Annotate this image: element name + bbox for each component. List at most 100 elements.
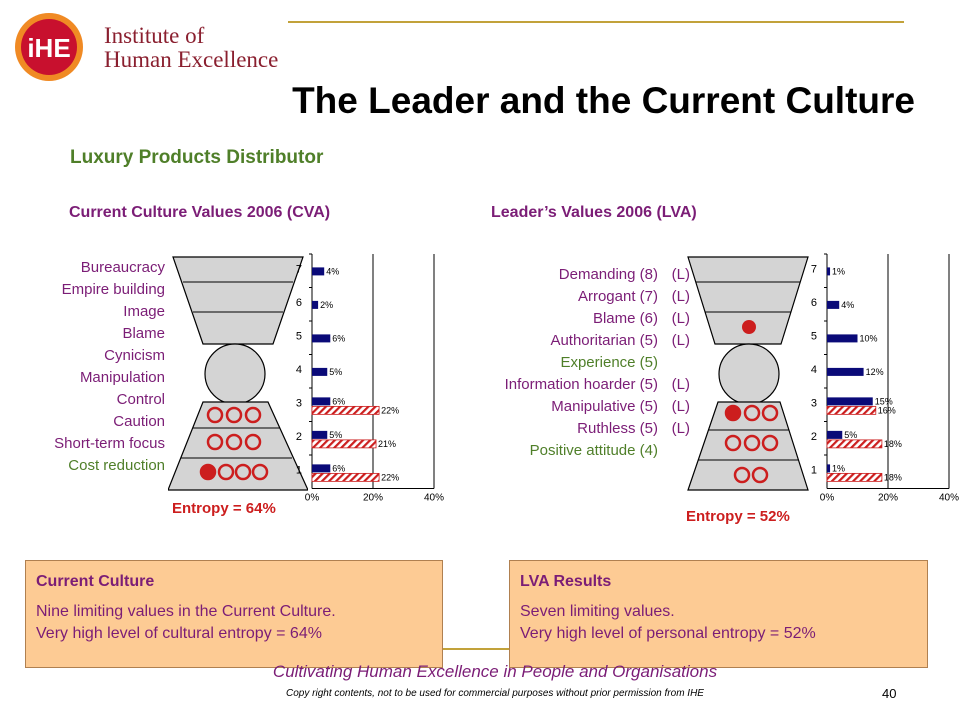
- bar-current: [827, 267, 831, 276]
- lva-value-item: Information hoarder (5)(L): [400, 374, 690, 396]
- limiting-value-marker: [761, 404, 779, 422]
- limiting-value-marker: [743, 434, 761, 452]
- bar-value-label: 16%: [878, 405, 896, 415]
- cva-value-item: Caution: [113, 413, 165, 430]
- level-label: 5: [811, 330, 817, 342]
- bar-value-label: 22%: [381, 405, 399, 415]
- lva-value-tag: (L): [671, 266, 690, 283]
- level-label: 1: [296, 464, 302, 476]
- lva-value-item: Positive attitude (4): [400, 440, 690, 462]
- bar-value-label: 4%: [326, 266, 339, 276]
- cva-value-item: Image: [123, 303, 165, 320]
- level-label: 6: [811, 297, 817, 309]
- level-label: 3: [811, 397, 817, 409]
- lva-value-label: Positive attitude (4): [529, 442, 658, 459]
- bar-value-label: 5%: [329, 367, 342, 377]
- page-number: 40: [882, 686, 897, 701]
- bar-value-label: 4%: [841, 300, 854, 310]
- bar-current: [827, 397, 873, 406]
- lva-value-item: Authoritarian (5) (L): [400, 330, 690, 352]
- bar-value-label: 15%: [875, 396, 893, 406]
- bar-current: [312, 464, 331, 473]
- lva-top-funnel: [687, 256, 809, 345]
- cva-center-circle: [204, 343, 266, 405]
- limiting-value-marker: [206, 433, 224, 451]
- limiting-value-marker: [733, 466, 751, 484]
- bar-value-label: 1%: [832, 266, 845, 276]
- summary-line: Very high level of personal entropy = 52…: [520, 625, 816, 642]
- bar-value-label: 6%: [332, 463, 345, 473]
- bar-current: [312, 300, 319, 309]
- bar-limiting: [311, 405, 380, 415]
- lva-value-tag: (L): [671, 420, 690, 437]
- x-tick-label: 40%: [424, 493, 444, 504]
- footer-rule: [443, 648, 509, 650]
- limiting-value-marker: [206, 406, 224, 424]
- bar-value-label: 6%: [332, 333, 345, 343]
- limiting-value-marker: [244, 433, 262, 451]
- limiting-value-marker: [217, 463, 235, 481]
- cva-value-item: Cynicism: [104, 347, 165, 364]
- limiting-value-marker: [751, 466, 769, 484]
- cva-value-item: Manipulation: [79, 369, 165, 386]
- level-label: 2: [811, 431, 817, 443]
- lva-value-item: Arrogant (7)(L): [400, 286, 690, 308]
- cva-value-item: Empire building: [61, 281, 165, 298]
- bar-current: [827, 334, 858, 343]
- lva-value-tag: (L): [671, 376, 690, 393]
- level-label: 6: [296, 297, 302, 309]
- limiting-value-marker: [251, 463, 269, 481]
- lva-heading: Leader’s Values 2006 (LVA): [491, 204, 697, 221]
- lva-value-tag: (L): [671, 332, 690, 349]
- level-label: 2: [296, 431, 302, 443]
- bar-value-label: 5%: [844, 430, 857, 440]
- lva-center-circle: [718, 343, 780, 405]
- limiting-value-marker: [724, 434, 742, 452]
- lva-results-summary: LVA Results Seven limiting values. Very …: [509, 560, 928, 668]
- lva-value-label: Authoritarian (5): [550, 332, 658, 349]
- lva-value-item: Manipulative (5)(L): [400, 396, 690, 418]
- lva-value-item: Blame (6)(L): [400, 308, 690, 330]
- cva-top-funnel: [172, 256, 304, 345]
- bar-current: [312, 367, 328, 376]
- copyright-notice: Copy right contents, not to be used for …: [286, 688, 704, 699]
- x-tick-label: 20%: [878, 493, 898, 504]
- level-label: 4: [296, 364, 302, 376]
- cva-value-item: Bureaucracy: [80, 259, 165, 276]
- cva-heading: Current Culture Values 2006 (CVA): [69, 204, 331, 221]
- bar-limiting: [826, 472, 883, 482]
- x-tick-label: 0%: [305, 493, 320, 504]
- limiting-value-marker: [225, 406, 243, 424]
- summary-line: Seven limiting values.: [520, 603, 675, 620]
- bar-value-label: 18%: [884, 472, 902, 482]
- limiting-value-marker: [743, 404, 761, 422]
- bar-value-label: 22%: [381, 472, 399, 482]
- limiting-value-marker: [234, 463, 252, 481]
- cva-hourglass-diagram: [168, 256, 308, 491]
- level-label: 3: [296, 397, 302, 409]
- cva-value-item: Short-term focus: [54, 435, 165, 452]
- bar-value-label: 2%: [320, 300, 333, 310]
- bar-current: [312, 397, 331, 406]
- lva-value-item: Ruthless (5) (L): [400, 418, 690, 440]
- lva-value-label: Ruthless (5): [577, 420, 658, 437]
- summary-line: Nine limiting values in the Current Cult…: [36, 603, 336, 620]
- level-label: 1: [811, 464, 817, 476]
- level-label: 7: [296, 263, 302, 275]
- bar-value-label: 12%: [866, 367, 884, 377]
- bar-value-label: 18%: [884, 439, 902, 449]
- bar-current: [827, 367, 864, 376]
- cva-value-item: Cost reduction: [68, 457, 165, 474]
- summary-line: Very high level of cultural entropy = 64…: [36, 625, 322, 642]
- institute-line-1: Institute of: [104, 23, 205, 48]
- lva-value-tag: (L): [671, 310, 690, 327]
- institute-name: Institute of Human Excellence: [104, 24, 278, 72]
- positive-value-marker: [724, 404, 742, 422]
- x-tick-label: 40%: [939, 493, 959, 504]
- lva-value-tag: (L): [671, 398, 690, 415]
- bar-limiting: [311, 439, 377, 449]
- lva-value-label: Arrogant (7): [577, 288, 658, 305]
- cva-value-item: Control: [116, 391, 165, 408]
